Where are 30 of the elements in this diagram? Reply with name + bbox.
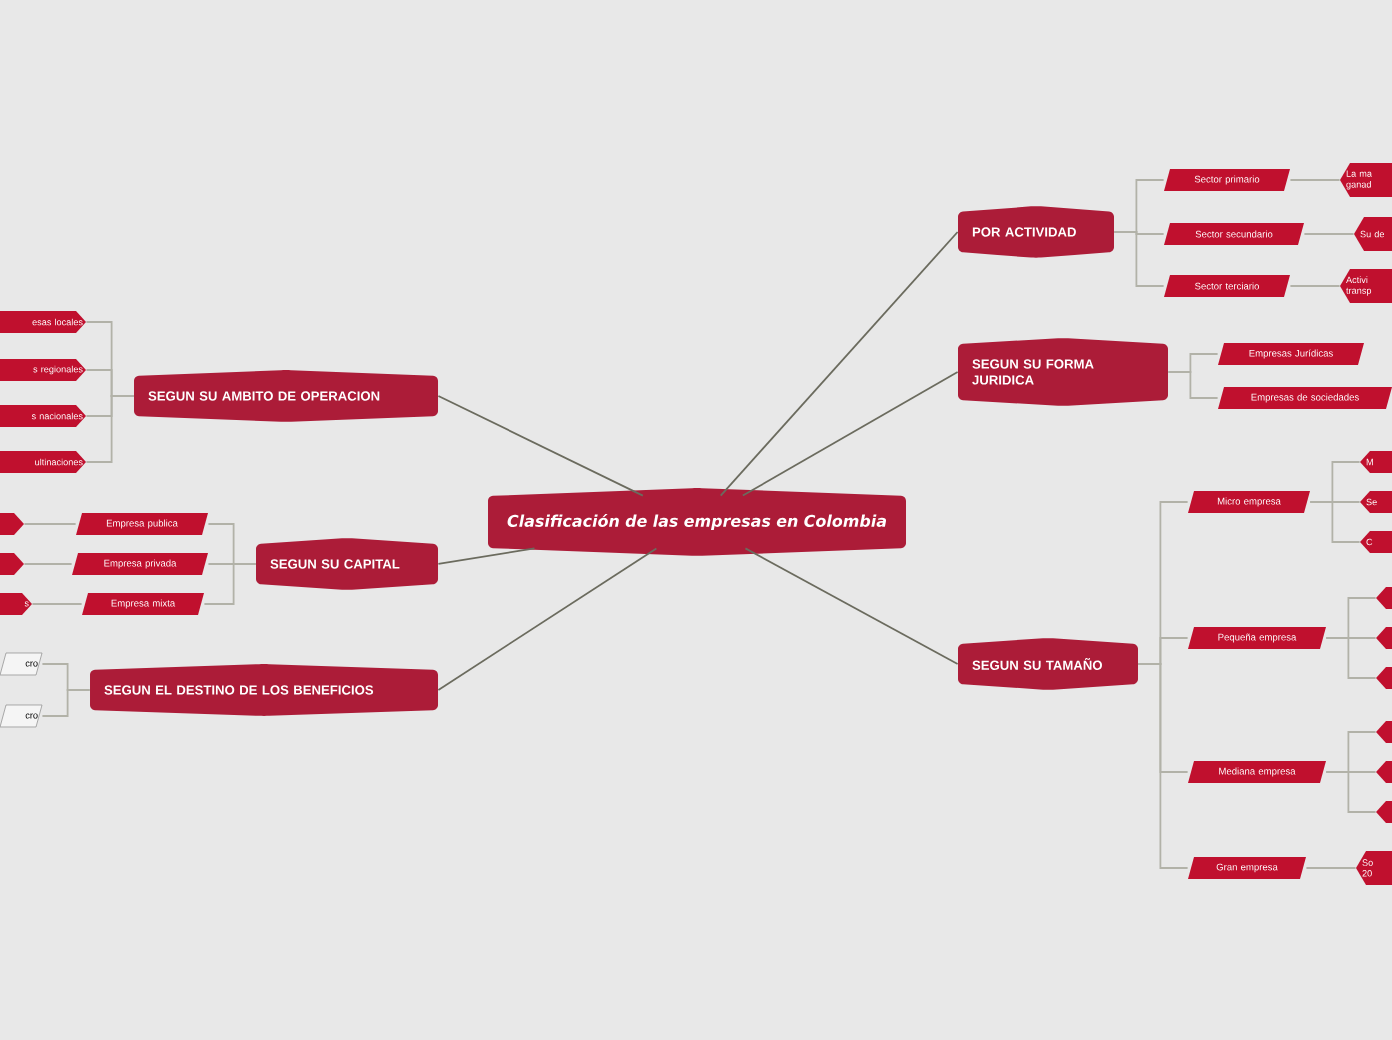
connector-line [719, 231, 959, 497]
connector-line [437, 547, 658, 691]
connector-line [41, 689, 91, 717]
leaf-box [0, 513, 24, 535]
connector-line [23, 523, 77, 525]
connector-line [203, 563, 257, 605]
connector-line [1137, 663, 1189, 869]
connector-line [31, 603, 83, 605]
connector-line [85, 395, 135, 463]
connector-line [1289, 285, 1341, 287]
leaf-box [1376, 761, 1392, 783]
connector-line [1303, 233, 1355, 235]
connector-line [1325, 637, 1377, 679]
leaf-box [1376, 587, 1392, 609]
leaf-box [1376, 667, 1392, 689]
leaf-box [1376, 627, 1392, 649]
connector-line [1309, 501, 1361, 543]
connector-line [1325, 771, 1377, 813]
connector-line [1113, 231, 1165, 287]
leaf-box [1376, 721, 1392, 743]
connector-line [23, 563, 73, 565]
connector-line [741, 371, 959, 497]
connector-line [1167, 371, 1219, 399]
connector-line [744, 547, 959, 665]
connector-line [1289, 179, 1341, 181]
leaf-box [1376, 801, 1392, 823]
connector-line [437, 395, 644, 497]
leaf-box [0, 553, 24, 575]
connector-line [1305, 867, 1357, 869]
connector-line [437, 547, 536, 565]
